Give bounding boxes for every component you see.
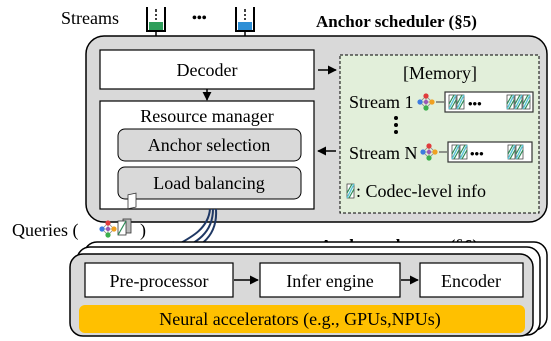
accelerators-bar [79, 305, 525, 333]
vertical-ellipsis-icon [394, 116, 398, 134]
encoder-box [419, 262, 524, 298]
svg-text:•••: ••• [468, 96, 482, 111]
infer-engine-label: Infer engine [286, 271, 373, 291]
encoder-label: Encoder [441, 271, 501, 291]
load-balancing-box [117, 166, 302, 200]
accelerators-label: Neural accelerators (e.g., GPUs,NPUs) [159, 309, 440, 330]
queries-suffix: ) [140, 220, 146, 241]
resource-manager-label: Resource manager [140, 106, 273, 126]
memory-title: [Memory] [403, 63, 477, 83]
load-balancing-label: Load balancing [153, 173, 264, 193]
memory-stream-n: Stream N [349, 143, 417, 163]
codec-info-strip-icon: ••• [444, 91, 534, 113]
pre-processor-box [84, 262, 234, 298]
memory-legend: : Codec-level info [356, 181, 486, 201]
decoder-box [99, 49, 315, 90]
queries-prefix: Queries ( [12, 220, 78, 241]
query-net-icon [98, 219, 118, 239]
infer-engine-box [259, 262, 401, 298]
stream-queue-green-icon [146, 7, 166, 32]
memory-stream-1: Stream 1 [349, 92, 414, 112]
codec-segment-legend-icon [346, 183, 355, 199]
memory-box [339, 54, 540, 214]
codec-info-strip-icon: ••• [447, 141, 533, 163]
decoder-label: Decoder [177, 60, 238, 80]
anchor-selection-label: Anchor selection [148, 135, 270, 155]
anchor-selection-box [117, 128, 302, 162]
scheduler-title: Anchor scheduler (§5) [316, 12, 477, 31]
stream-queue-blue-icon [235, 7, 255, 32]
streams-ellipsis: ••• [192, 11, 207, 26]
svg-text:•••: ••• [470, 146, 484, 161]
query-frames-icon [117, 192, 137, 236]
pre-processor-label: Pre-processor [110, 271, 209, 291]
streams-label: Streams [61, 8, 119, 28]
